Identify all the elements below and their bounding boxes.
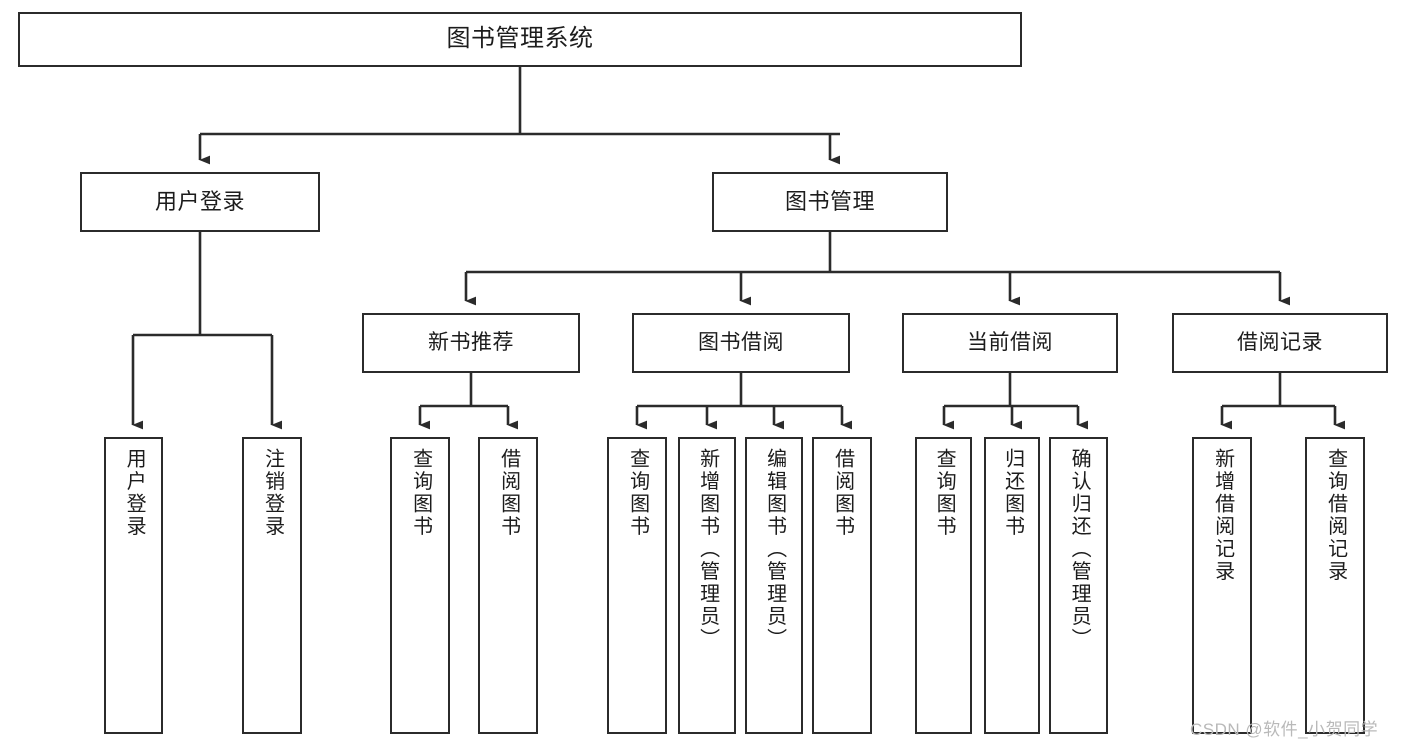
- node-leaf-user-logout-label: 注销登录: [261, 448, 284, 538]
- node-leaf-cb-return-book-label: 归还图书: [1001, 448, 1024, 538]
- connector-borrow-record-to-leaves: [1220, 373, 1346, 430]
- node-leaf-cb-query-book[interactable]: 查询图书: [915, 437, 972, 734]
- node-user-login[interactable]: 用户登录: [80, 172, 320, 232]
- node-borrow-record-label: 借阅记录: [1237, 330, 1323, 354]
- node-root-system[interactable]: 图书管理系统: [18, 12, 1022, 67]
- node-book-manage-label: 图书管理: [784, 189, 875, 215]
- node-leaf-cb-return-book[interactable]: 归还图书: [984, 437, 1040, 734]
- node-leaf-bb-edit-book[interactable]: 编辑图书（管理员）: [745, 437, 803, 734]
- node-leaf-nbr-query-book-label: 查询图书: [409, 448, 432, 538]
- node-new-book-recommend[interactable]: 新书推荐: [362, 313, 580, 373]
- node-new-book-recommend-label: 新书推荐: [428, 330, 514, 354]
- node-leaf-nbr-query-book[interactable]: 查询图书: [390, 437, 450, 734]
- csdn-watermark-text: CSDN @软件_小贺同学: [1190, 720, 1379, 739]
- connector-root-to-level2: [198, 67, 841, 165]
- node-leaf-user-login[interactable]: 用户登录: [104, 437, 163, 734]
- node-borrow-record[interactable]: 借阅记录: [1172, 313, 1388, 373]
- node-leaf-user-logout[interactable]: 注销登录: [242, 437, 302, 734]
- node-leaf-bb-query-book-label: 查询图书: [626, 448, 649, 538]
- connector-book-manage-to-level3: [464, 232, 1291, 306]
- node-user-login-label: 用户登录: [154, 189, 245, 215]
- node-leaf-br-query-record[interactable]: 查询借阅记录: [1305, 437, 1365, 734]
- node-current-borrow-label: 当前借阅: [967, 330, 1053, 354]
- node-leaf-user-login-label: 用户登录: [123, 448, 146, 538]
- node-leaf-bb-borrow-book-label: 借阅图书: [831, 448, 854, 538]
- node-root-system-label: 图书管理系统: [446, 25, 594, 53]
- node-current-borrow[interactable]: 当前借阅: [902, 313, 1118, 373]
- node-book-borrow[interactable]: 图书借阅: [632, 313, 850, 373]
- csdn-watermark: CSDN @软件_小贺同学: [1190, 715, 1378, 740]
- node-leaf-bb-add-book-label: 新增图书（管理员）: [696, 448, 719, 651]
- node-leaf-bb-borrow-book[interactable]: 借阅图书: [812, 437, 872, 734]
- node-book-manage[interactable]: 图书管理: [712, 172, 948, 232]
- connector-current-borrow-to-leaves: [942, 373, 1089, 430]
- node-leaf-bb-edit-book-label: 编辑图书（管理员）: [763, 448, 786, 651]
- node-leaf-br-add-record[interactable]: 新增借阅记录: [1192, 437, 1252, 734]
- node-leaf-nbr-borrow-book[interactable]: 借阅图书: [478, 437, 538, 734]
- node-leaf-nbr-borrow-book-label: 借阅图书: [497, 448, 520, 538]
- connector-new-book-recommend-to-leaves: [418, 373, 519, 430]
- node-leaf-bb-query-book[interactable]: 查询图书: [607, 437, 667, 734]
- node-leaf-br-query-record-label: 查询借阅记录: [1324, 448, 1347, 583]
- node-leaf-br-add-record-label: 新增借阅记录: [1211, 448, 1234, 583]
- connector-user-login-to-leaves: [131, 232, 283, 430]
- node-leaf-cb-confirm-return[interactable]: 确认归还（管理员）: [1049, 437, 1108, 734]
- node-leaf-cb-confirm-return-label: 确认归还（管理员）: [1068, 448, 1091, 651]
- connector-book-borrow-to-leaves: [635, 373, 853, 430]
- node-leaf-bb-add-book[interactable]: 新增图书（管理员）: [678, 437, 736, 734]
- node-book-borrow-label: 图书借阅: [698, 330, 784, 354]
- node-leaf-cb-query-book-label: 查询图书: [933, 448, 956, 538]
